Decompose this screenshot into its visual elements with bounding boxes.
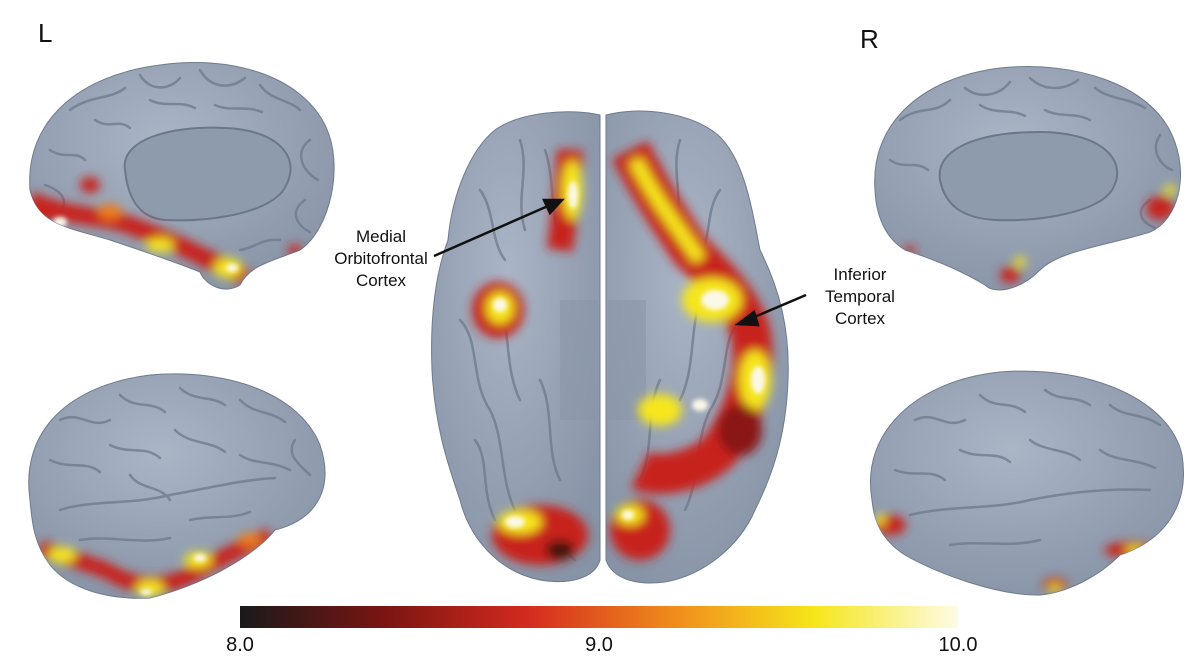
brain-surface-figure — [28, 62, 1184, 599]
annot-line: Temporal — [825, 287, 895, 306]
colorbar-max-label: 10.0 — [938, 634, 978, 656]
arrow-medial-orbitofrontal — [433, 198, 565, 258]
arrow-inferior-temporal — [734, 293, 807, 327]
left-lateral-view — [28, 373, 326, 599]
ventral-view-right-hemisphere — [605, 110, 789, 584]
right-hemisphere-label: R — [860, 24, 879, 54]
left-medial-view — [29, 62, 335, 290]
colorbar-legend: 8.0 9.0 10.0 — [226, 606, 977, 666]
ventral-view-left-hemisphere — [431, 111, 601, 583]
colorbar-gradient — [240, 606, 958, 628]
colorbar-min-label: 8.0 — [226, 634, 254, 656]
annot-line: Cortex — [355, 271, 407, 290]
colorbar-mid-label: 9.0 — [585, 634, 613, 656]
right-lateral-view — [870, 370, 1184, 596]
annot-line: Medial — [355, 227, 407, 246]
label-inferior-temporal-cortex: Inferior Temporal Cortex — [810, 264, 910, 330]
annot-line: Inferior — [833, 265, 887, 284]
label-medial-orbitofrontal-cortex: Medial Orbitofrontal Cortex — [328, 226, 434, 292]
annot-line: Cortex — [834, 309, 886, 328]
left-hemisphere-label: L — [38, 18, 53, 48]
right-medial-view — [874, 66, 1181, 291]
annot-line: Orbitofrontal — [334, 249, 428, 268]
